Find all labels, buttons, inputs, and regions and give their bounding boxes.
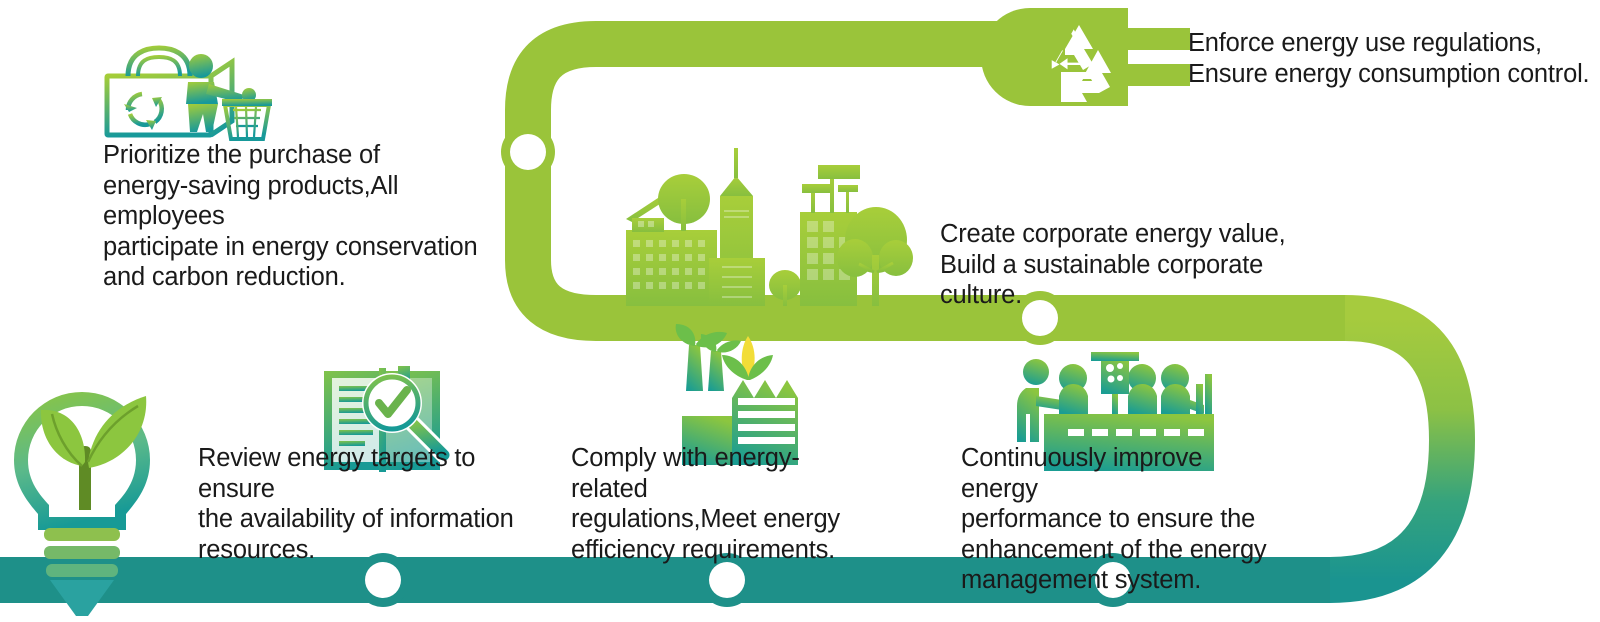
step-text-enforce: Enforce energy use regulations, Ensure e… — [1188, 29, 1590, 88]
milestone-node-mid-right[interactable] — [1013, 291, 1067, 345]
milestone-node-top-left[interactable] — [501, 125, 555, 179]
team-meeting-icon — [1017, 352, 1214, 471]
person-throwing-trash-icon — [186, 54, 272, 141]
step-text-comply: Comply with energy-related regulations,M… — [571, 444, 840, 564]
shopping-bag-recycle-icon — [104, 45, 235, 138]
lightbulb-sprout-icon — [14, 392, 150, 616]
milestone-node-bottom-2[interactable] — [700, 553, 754, 607]
green-factory-icon — [675, 324, 798, 465]
step-text-create: Create corporate energy value, Build a s… — [940, 220, 1286, 309]
milestone-node-bottom-1[interactable] — [356, 553, 410, 607]
green-city-skyline-icon — [626, 148, 913, 306]
step-text-purchase: Prioritize the purchase of energy-saving… — [103, 141, 478, 291]
step-text-review: Review energy targets to ensure the avai… — [198, 444, 514, 564]
milestone-node-bottom-3[interactable] — [1086, 553, 1140, 607]
recycle-plug-icon — [981, 8, 1190, 106]
book-magnifier-check-icon — [324, 366, 453, 472]
step-text-improve: Continuously improve energy performance … — [961, 444, 1267, 594]
